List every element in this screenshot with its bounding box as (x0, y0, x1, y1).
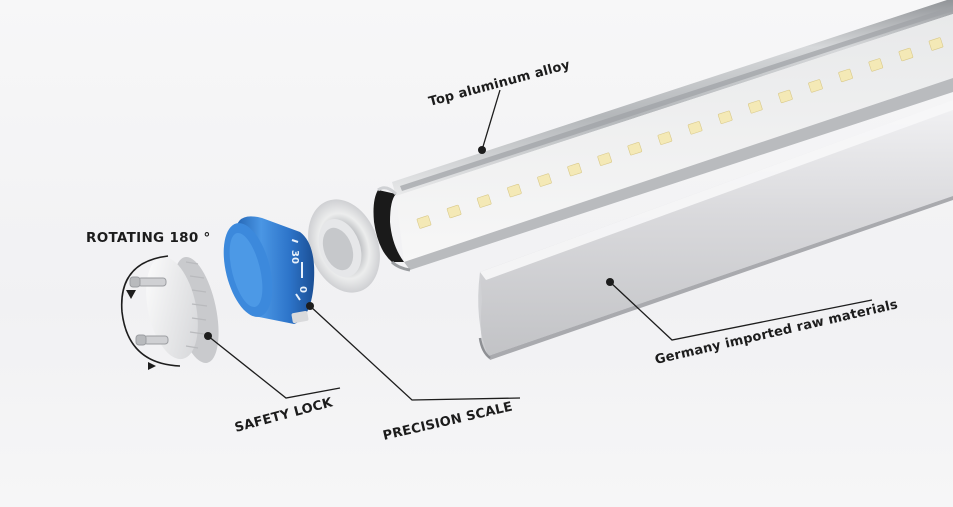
led-chip (507, 183, 522, 198)
label-germany-raw-materials: Germany imported raw materials (654, 297, 900, 368)
led-chip (657, 131, 673, 145)
label-top-aluminum-alloy: Top aluminum alloy (427, 58, 572, 110)
led-chip (928, 37, 944, 51)
label-rotating-180: ROTATING 180 ° (86, 230, 211, 246)
precision-scale-ring: 30 0 (223, 216, 315, 324)
led-chip (567, 162, 582, 177)
led-chip (868, 58, 884, 72)
bi-pin-connector (129, 276, 169, 346)
led-chip (446, 204, 462, 219)
led-chip (627, 142, 643, 156)
end-cap-safety-lock (129, 256, 219, 363)
aluminum-tube (373, 0, 953, 272)
led-chip (597, 152, 612, 166)
led-chip (537, 173, 552, 187)
led-chip-row (416, 37, 944, 229)
label-precision-scale: PRECISION SCALE (382, 399, 515, 443)
diffuser-cover (478, 100, 953, 360)
led-chip (476, 194, 492, 208)
led-chip (416, 215, 432, 229)
callout-leaders (204, 89, 873, 401)
led-chip (778, 89, 793, 104)
led-chip (838, 68, 853, 83)
led-chip (748, 100, 763, 114)
scale-mark-30: 30 (289, 250, 300, 264)
led-chip (687, 121, 703, 135)
led-chip (808, 79, 823, 93)
label-safety-lock: SAFETY LOCK (233, 395, 335, 436)
inner-seal-ring (308, 199, 380, 293)
rotation-arrow-icon (120, 255, 181, 370)
scale-mark-0: 0 (297, 286, 308, 293)
led-chip (898, 47, 914, 62)
led-chip (717, 110, 733, 124)
